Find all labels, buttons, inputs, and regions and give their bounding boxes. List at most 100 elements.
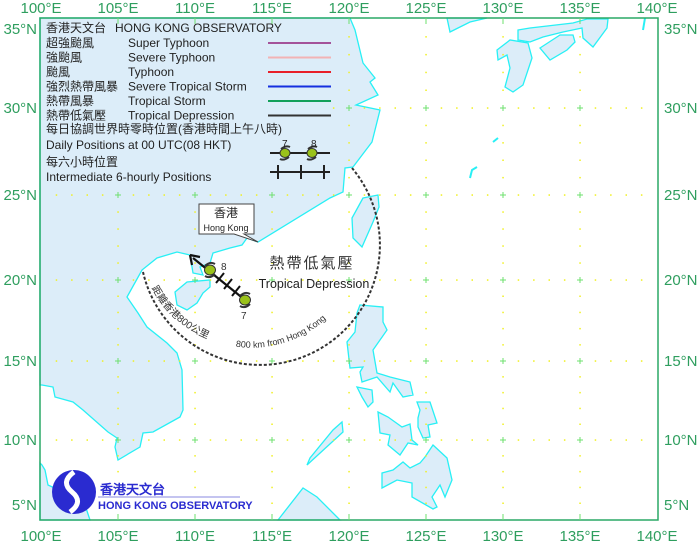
- grid-dot: [579, 470, 581, 473]
- kyushu: [496, 39, 533, 93]
- storm-position-8-icon: [204, 261, 216, 279]
- grid-dot: [502, 211, 504, 213]
- grid-dot: [286, 194, 289, 196]
- grid-dot: [456, 107, 458, 109]
- grid-dot: [194, 327, 196, 330]
- grid-cross: [423, 358, 429, 364]
- grid-cross: [346, 192, 352, 198]
- grid-dot: [286, 279, 289, 281]
- grid-dot: [502, 53, 504, 56]
- legend-6h-en: Intermediate 6-hourly Positions: [46, 170, 211, 184]
- grid-dot: [579, 327, 581, 330]
- grid-dot: [425, 376, 427, 378]
- grid-dot: [548, 107, 550, 109]
- grid-dot: [517, 360, 520, 362]
- grid-cross: [269, 358, 275, 364]
- grid-dot: [409, 279, 412, 281]
- grid-dot: [255, 194, 258, 196]
- grid-cross: [423, 192, 429, 198]
- grid-dot: [579, 36, 581, 38]
- hk-label-zh: 香港: [214, 206, 238, 220]
- grid-dot: [348, 159, 350, 161]
- grid-dot: [194, 423, 196, 425]
- grid-dot: [348, 89, 350, 91]
- grid-dot: [271, 262, 273, 264]
- grid-cross: [423, 105, 429, 111]
- grid-dot: [425, 470, 427, 473]
- grid-dot: [348, 391, 350, 394]
- grid-dot: [425, 486, 427, 489]
- grid-dot: [348, 245, 350, 247]
- grid-cross: [577, 192, 583, 198]
- grid-dot: [425, 211, 427, 213]
- grid-dot: [240, 360, 242, 362]
- grid-dot: [302, 439, 304, 441]
- mindoro: [355, 386, 374, 409]
- grid-dot: [486, 194, 489, 196]
- range-ring-800km: [142, 167, 381, 366]
- grid-dot: [117, 211, 119, 213]
- grid-dot: [625, 107, 627, 109]
- grid-dot: [101, 279, 104, 281]
- grid-dot: [640, 279, 643, 281]
- logo-text-en: HONG KONG OBSERVATORY: [98, 500, 253, 512]
- grid-dot: [194, 211, 196, 213]
- lat-label-left: 10°N: [3, 432, 37, 449]
- grid-dot: [610, 194, 612, 196]
- grid-dot: [317, 194, 319, 196]
- grid-dot: [348, 71, 350, 74]
- grid-dot: [579, 159, 581, 161]
- grid-dot: [486, 360, 489, 362]
- grid-dot: [563, 107, 566, 109]
- grid-dot: [610, 279, 612, 281]
- legend-item-zh: 熱帶低氣壓: [46, 109, 106, 123]
- axis-labels: 100°E100°E105°E105°E110°E110°E115°E115°E…: [3, 0, 697, 544]
- grid-dot: [117, 486, 119, 489]
- grid-dot: [456, 360, 458, 362]
- logo-text-zh: 香港天文台: [99, 482, 165, 497]
- land-masses: [39, 17, 646, 521]
- lon-label-top: 105°E: [97, 0, 138, 17]
- grid-cross: [500, 358, 506, 364]
- grid-dot: [117, 262, 119, 264]
- grid-dot: [425, 455, 427, 457]
- grid-dot: [55, 360, 58, 362]
- grid-dot: [456, 194, 458, 196]
- lon-label-bottom: 110°E: [175, 528, 215, 544]
- lon-label-top: 115°E: [252, 0, 292, 17]
- grid-dot: [117, 376, 119, 378]
- lon-label-bottom: 115°E: [252, 528, 292, 544]
- legend-item-zh: 強烈熱帶風暴: [46, 80, 118, 94]
- grid-dot: [594, 360, 597, 362]
- grid-dot: [425, 295, 427, 297]
- grid-dot: [502, 327, 504, 330]
- grid-dot: [579, 407, 581, 410]
- grid-cross: [192, 192, 198, 198]
- grid-dot: [625, 279, 627, 281]
- legend-daily-en: Daily Positions at 00 UTC(08 HKT): [46, 138, 231, 152]
- grid-dot: [425, 245, 427, 247]
- grid-dot: [163, 279, 165, 281]
- grid-dot: [563, 360, 566, 362]
- grid-dot: [502, 295, 504, 297]
- grid-dot: [117, 407, 119, 410]
- grid-dot: [194, 262, 196, 264]
- grid-dot: [332, 360, 335, 362]
- honshu: [517, 18, 609, 48]
- grid-dot: [71, 194, 73, 196]
- grid-dot: [486, 279, 489, 281]
- grid-dot: [579, 295, 581, 297]
- grid-dot: [194, 376, 196, 378]
- grid-cross: [346, 358, 352, 364]
- grid-dot: [163, 194, 165, 196]
- grid-dot: [302, 194, 304, 196]
- legend-item-zh: 熱帶風暴: [46, 94, 94, 108]
- grid-dot: [348, 211, 350, 213]
- legend-6h-icon: [270, 165, 330, 179]
- grid-dot: [409, 194, 412, 196]
- grid-dot: [625, 439, 627, 441]
- grid-dot: [363, 439, 366, 441]
- grid-cross: [500, 105, 506, 111]
- lat-label-right: 25°N: [664, 187, 698, 204]
